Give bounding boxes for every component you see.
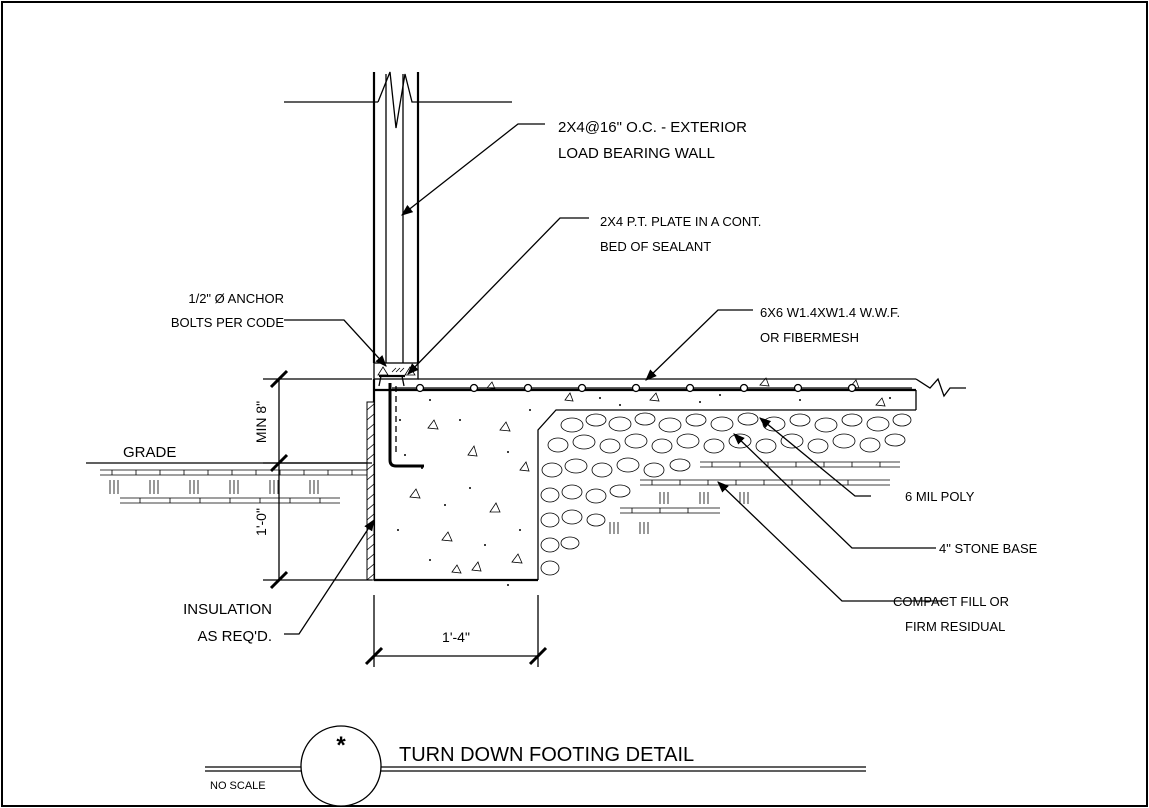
concrete-footing xyxy=(372,377,966,582)
dim-footing-height: 1'-0" xyxy=(253,508,269,536)
compact-fill-hatch xyxy=(609,461,900,534)
label-anchor-2: BOLTS PER CODE xyxy=(171,315,285,330)
label-insulation-1: INSULATION xyxy=(183,601,272,618)
label-insulation-2: AS REQ'D. xyxy=(197,628,272,645)
label-fill-1: COMPACT FILL OR xyxy=(893,594,1009,609)
anchor-bolt xyxy=(378,374,424,468)
detail-reference-bubble xyxy=(300,725,382,807)
concrete-stipple xyxy=(397,394,891,586)
label-fill-2: FIRM RESIDUAL xyxy=(905,619,1005,634)
concrete-aggregate xyxy=(409,377,886,574)
vertical-dimension xyxy=(263,369,372,590)
horizontal-dimension xyxy=(364,595,548,667)
leaders xyxy=(284,123,948,635)
label-anchor-1: 1/2" Ø ANCHOR xyxy=(188,291,284,306)
dim-footing-width: 1'-4" xyxy=(442,629,470,645)
insulation-board xyxy=(366,401,375,581)
label-grade: GRADE xyxy=(123,444,176,461)
detail-title: TURN DOWN FOOTING DETAIL xyxy=(399,744,694,766)
label-mesh-1: 6X6 W1.4XW1.4 W.W.F. xyxy=(760,305,900,320)
grade-soil xyxy=(86,462,374,504)
label-plate-1: 2X4 P.T. PLATE IN A CONT. xyxy=(600,214,761,229)
label-stone: 4" STONE BASE xyxy=(939,541,1038,556)
title-block xyxy=(205,725,866,807)
stud-wall xyxy=(284,71,512,363)
scale-note: NO SCALE xyxy=(210,780,266,792)
wire-mesh xyxy=(392,383,912,393)
label-plate-2: BED OF SEALANT xyxy=(600,239,711,254)
stone-base xyxy=(540,412,912,576)
detail-symbol: * xyxy=(336,732,346,759)
label-wall-1: 2X4@16" O.C. - EXTERIOR xyxy=(558,119,747,136)
dim-min-depth: MIN 8" xyxy=(253,401,269,443)
label-mesh-2: OR FIBERMESH xyxy=(760,330,859,345)
label-poly: 6 MIL POLY xyxy=(905,489,975,504)
label-wall-2: LOAD BEARING WALL xyxy=(558,145,715,162)
